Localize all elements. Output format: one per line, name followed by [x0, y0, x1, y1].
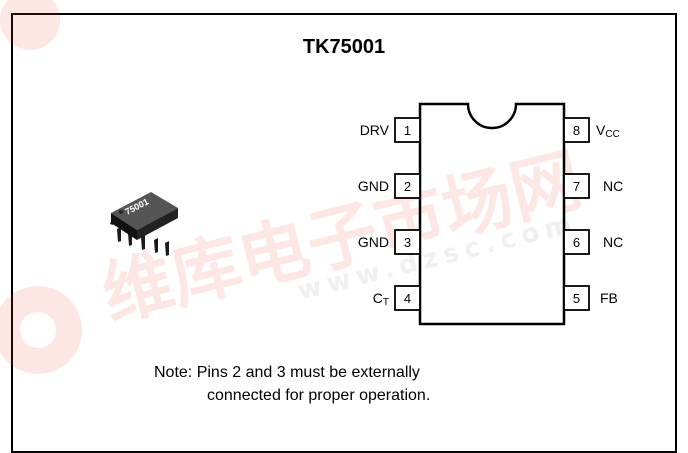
diagram-canvas: 维库电子市场网 www.dzsc.com 1 DRV 2 GND 3 GND 4… [0, 0, 623, 374]
note-line-1: Note: Pins 2 and 3 must be externally [154, 364, 420, 381]
pins-left: 1 DRV 2 GND 3 GND 4 CT [358, 117, 421, 311]
pin-3-number: 3 [404, 235, 411, 250]
pin-5-label: FB [600, 290, 618, 306]
pin-4-number: 4 [404, 291, 411, 306]
pin-7-box [563, 173, 590, 199]
pin-7-number: 7 [573, 179, 580, 194]
pin-5-box [563, 285, 590, 311]
watermark-logo-icon [0, 286, 82, 374]
note-text: Note: Pins 2 and 3 must be externally co… [154, 361, 430, 407]
chip-package [418, 102, 566, 326]
pin-6-label: NC [603, 234, 623, 250]
pin-2-label: GND [358, 178, 389, 194]
pin-2-box [394, 173, 421, 199]
pin-4-label: CT [373, 290, 389, 308]
pin-3-label: GND [358, 234, 389, 250]
pin-6-box [563, 229, 590, 255]
pin-8-box [563, 117, 590, 143]
pin-4-box [394, 285, 421, 311]
diagram-title: TK75001 [302, 36, 386, 58]
pin-6-number: 6 [573, 235, 580, 250]
pin-7-label: NC [603, 178, 623, 194]
pin-8-label: VCC [596, 122, 620, 140]
pin-2-number: 2 [404, 179, 411, 194]
pin-3-box [394, 229, 421, 255]
note-line-2: connected for proper operation. [207, 387, 431, 404]
pin-1-number: 1 [404, 123, 411, 138]
pin-1-box [394, 117, 421, 143]
pin-8-number: 8 [573, 123, 580, 138]
pin-5-number: 5 [573, 291, 580, 306]
chip-body [418, 102, 566, 326]
dip-chip-icon: 75001 [110, 192, 178, 256]
pins-right: 8 VCC 7 NC 6 NC 5 FB [563, 117, 623, 311]
pin-1-label: DRV [360, 122, 390, 138]
